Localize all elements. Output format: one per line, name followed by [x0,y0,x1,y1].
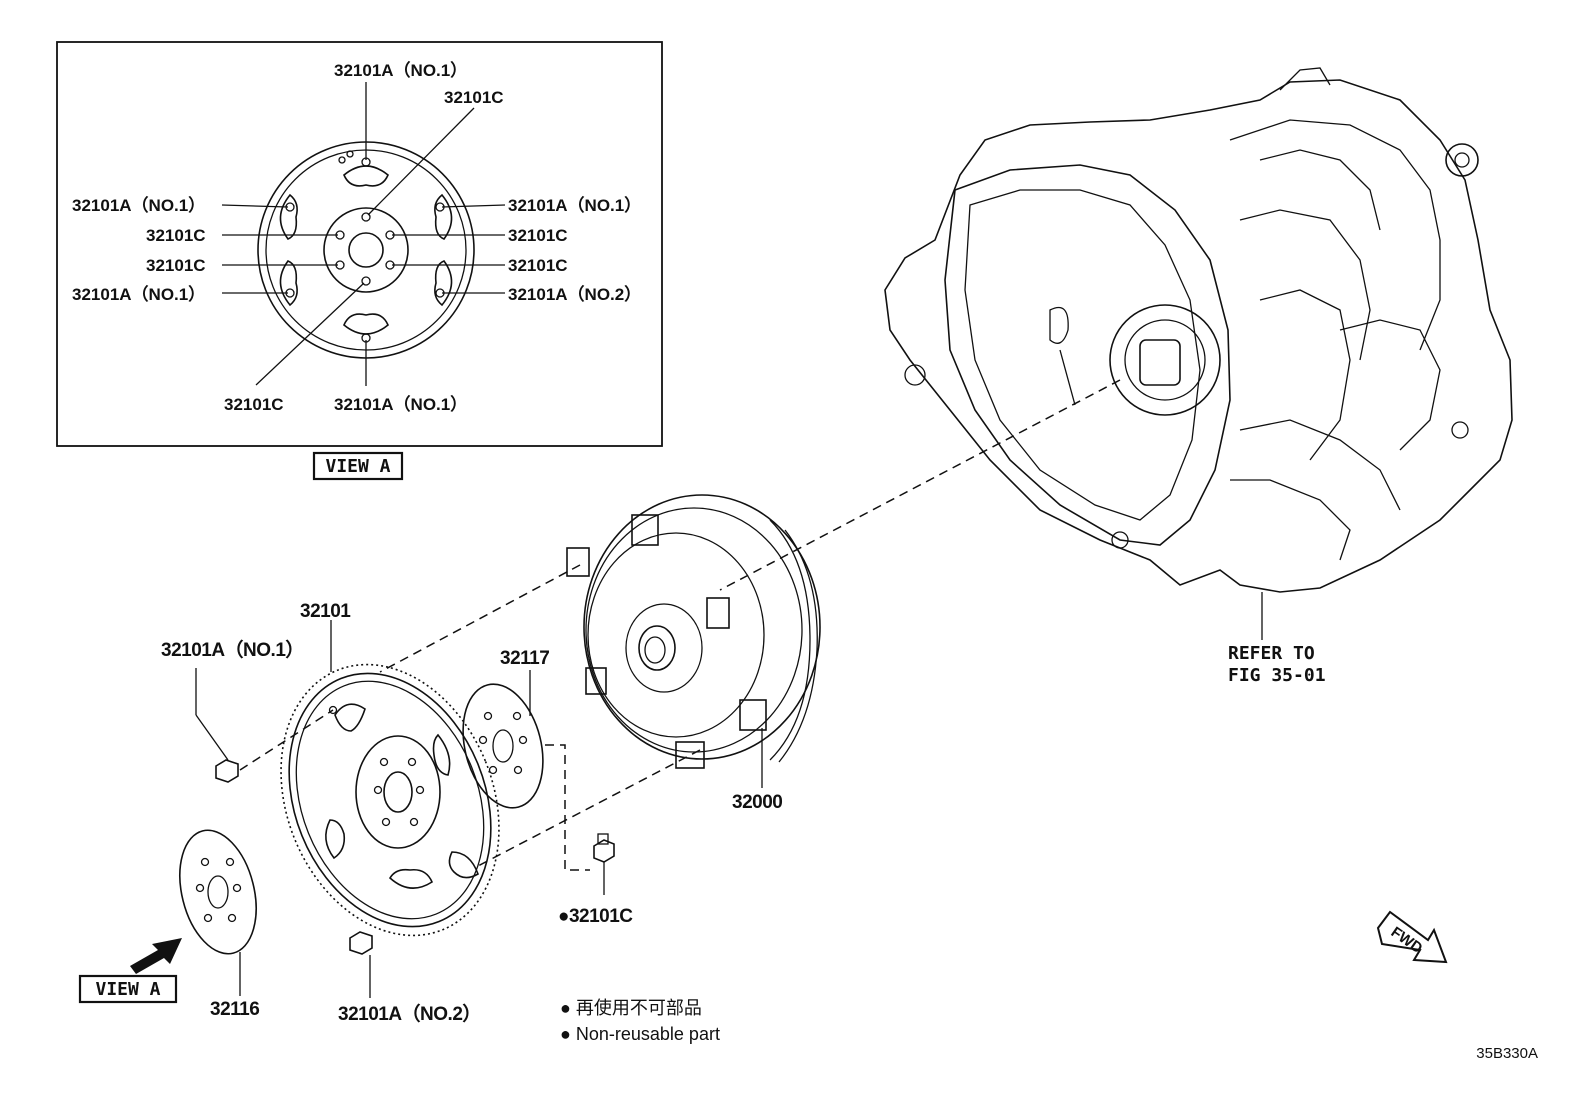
refer-to-line1: REFER TO [1228,643,1315,664]
label-32101: 32101 [300,601,351,622]
part-leaders [239,620,763,996]
label-right-c1: 32101C [508,226,568,245]
bolt-32101a-no1 [195,668,239,783]
label-32101c: ●32101C [558,906,633,927]
torque-converter-drawing [566,494,821,769]
label-top-a: 32101A（NO.1） [334,60,467,80]
label-32101a-no1: 32101A（NO.1） [161,638,304,661]
view-a-inset: 32101A（NO.1） 32101C 32101A（NO.1） 32101C … [56,41,663,481]
svg-text:VIEW A: VIEW A [325,456,390,477]
view-a-caption: VIEW A [312,451,404,481]
rear-plate-drawing [179,829,257,955]
label-32101a-no2: 32101A（NO.2） [338,1002,481,1025]
diagram-code: 35B330A [1476,1045,1538,1062]
bolt-32101a-no2 [349,931,373,998]
legend-non-reusable: ● Non-reusable part [560,1024,720,1044]
label-right-c2: 32101C [508,256,568,275]
label-left-c1: 32101C [146,226,206,245]
drive-plate-ring-gear-drawing [280,663,500,937]
label-left-a2: 32101A（NO.1） [72,284,205,304]
bolt-32101c [593,833,615,895]
label-32117: 32117 [500,648,549,669]
label-bottom-c: 32101C [224,395,284,414]
alignment-dashed-lines [239,379,1121,871]
label-left-c2: 32101C [146,256,206,275]
legend-japanese: ● 再使用不可部品 [560,998,702,1018]
label-right-a2: 32101A（NO.2） [508,284,641,304]
label-32000: 32000 [732,792,782,813]
view-a-arrow: VIEW A [78,938,182,1004]
drive-plate-front-view [257,141,475,359]
label-top-c: 32101C [444,88,504,107]
label-bottom-a: 32101A（NO.1） [334,394,467,414]
refer-to-line2: FIG 35-01 [1228,665,1326,686]
label-32116: 32116 [210,999,259,1020]
fwd-arrow-icon: FWD [1376,910,1448,964]
drive-plate-spacer-drawing [462,683,544,809]
view-a-leaders [221,82,506,386]
view-a-arrow-label: VIEW A [95,979,160,1000]
transaxle-assembly-drawing [884,67,1513,640]
label-left-a1: 32101A（NO.1） [72,195,205,215]
label-right-a1: 32101A（NO.1） [508,195,641,215]
